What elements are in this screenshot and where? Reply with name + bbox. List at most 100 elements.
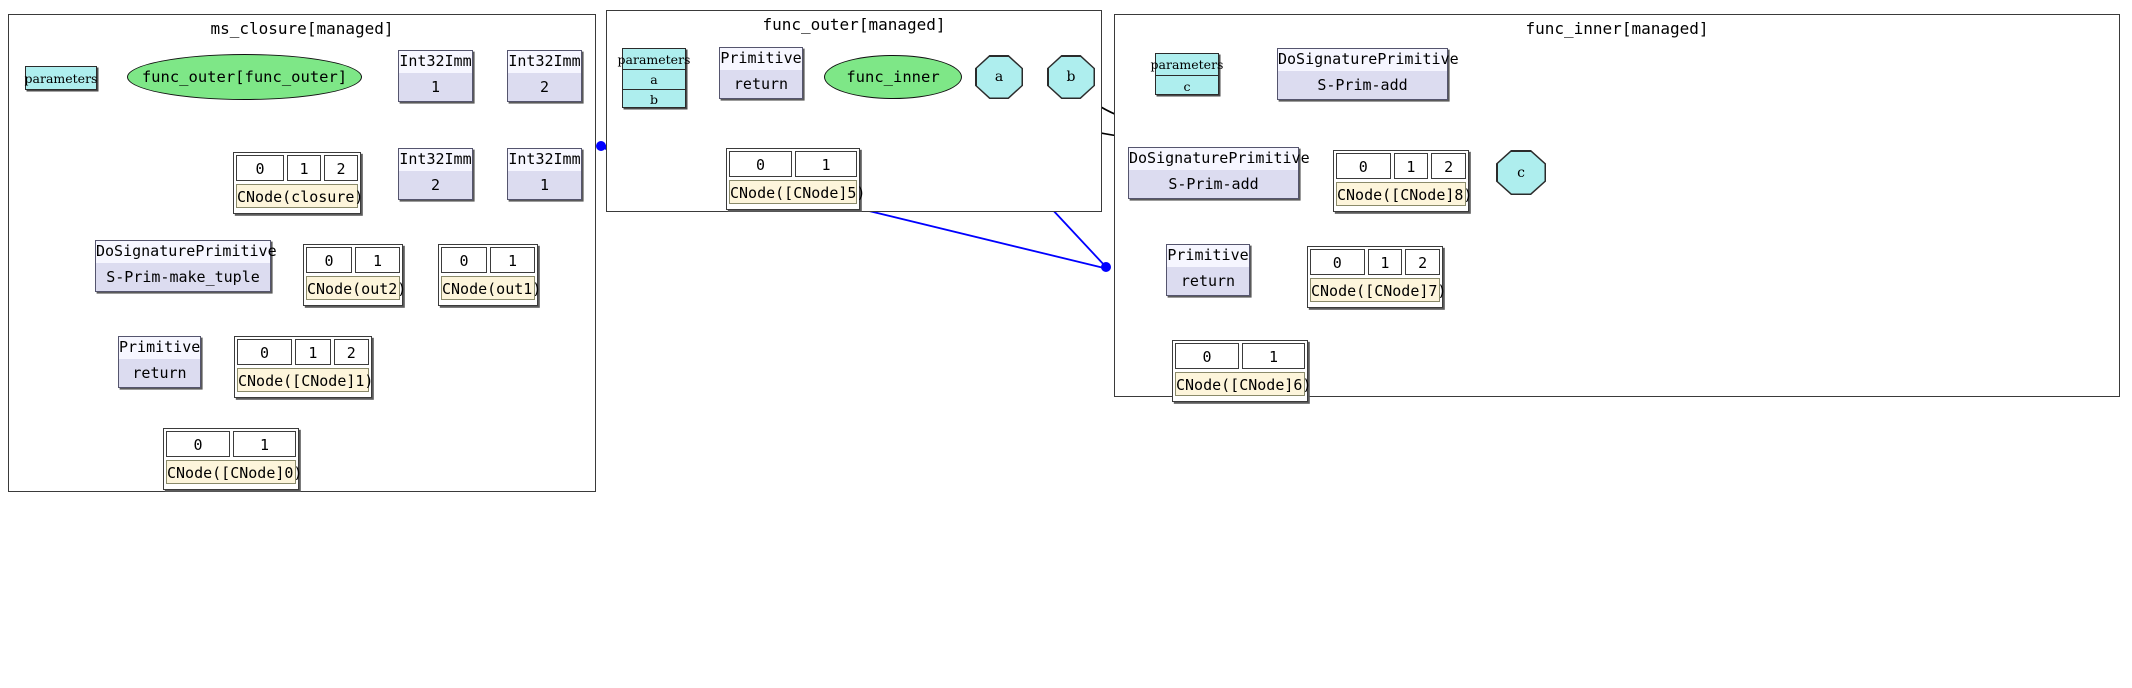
cnode-closure-slot-2[interactable]: 2 (324, 155, 358, 181)
cnode-out1-slot-1[interactable]: 1 (490, 247, 535, 273)
func-outer-parameters-table: parameters a b (618, 48, 690, 108)
cnode-closure-label: CNode(closure) (236, 184, 363, 208)
cnode-closure[interactable]: 0 1 2 CNode(closure) (233, 152, 363, 214)
prim-value: return (1180, 271, 1236, 290)
cnode-cnode1-slot-2[interactable]: 2 (333, 339, 369, 365)
prim-value: return (132, 363, 187, 382)
free-var-octagon-b[interactable]: b (1047, 55, 1095, 99)
func-inner-parameters-table: parameters c (1151, 53, 1223, 95)
cnode-cnode8[interactable]: 0 1 2 CNode([CNode]8) (1333, 150, 1472, 212)
value-node-int32imm-1: Int32Imm 1 (398, 50, 473, 102)
graph-ref-func-outer[interactable]: func_outer[func_outer] (127, 54, 362, 100)
free-var-octagon-c[interactable]: c (1496, 150, 1546, 195)
cnode-out2-label: CNode(out2) (306, 276, 406, 300)
parameter-row-a: a (623, 70, 685, 90)
free-var-octagon-a[interactable]: a (975, 55, 1023, 99)
prim-value: return (733, 74, 789, 93)
cnode-cnode8-slot-2[interactable]: 2 (1431, 153, 1466, 179)
cnode-cnode0-slot-0[interactable]: 0 (166, 431, 230, 457)
int32imm-type-label: Int32Imm (399, 51, 472, 73)
cnode-closure-slot-1[interactable]: 1 (287, 155, 321, 181)
cnode-out2-slot-0[interactable]: 0 (306, 247, 352, 273)
cnode-cnode8-slot-1[interactable]: 1 (1393, 153, 1429, 179)
value-node-int32imm-1-lower: Int32Imm 1 (507, 148, 582, 200)
int32imm-type-label: Int32Imm (508, 51, 581, 73)
parameters-header: parameters (1151, 54, 1223, 76)
cnode-cnode5-slot-0[interactable]: 0 (729, 151, 792, 177)
int32imm-value: 1 (539, 175, 550, 194)
cnode-out1-slots: 0 1 (441, 247, 535, 273)
octagon-c-label: c (1497, 151, 1545, 194)
cnode-out1-label: CNode(out1) (441, 276, 541, 300)
value-node-primitive-return-func-inner: Primitive return (1166, 244, 1250, 296)
graph-ref-func-inner-label: func_inner (846, 68, 940, 86)
cnode-cnode6[interactable]: 0 1 CNode([CNode]6) (1172, 340, 1311, 402)
ms-closure-parameters-table: parameters (25, 66, 97, 90)
cnode-out2-slots: 0 1 (306, 247, 400, 273)
cnode-cnode1-slot-1[interactable]: 1 (295, 339, 331, 365)
cnode-cnode5-slots: 0 1 (729, 151, 857, 177)
cnode-cnode0-label: CNode([CNode]0) (166, 460, 302, 484)
cnode-out2-slot-1[interactable]: 1 (355, 247, 400, 273)
prim-type-label: Primitive (720, 48, 802, 70)
octagon-a-label: a (976, 56, 1022, 98)
prim-type-label: DoSignaturePrimitive (1278, 49, 1459, 71)
cnode-cnode6-slot-1[interactable]: 1 (1242, 343, 1305, 369)
prim-type-label: Primitive (119, 337, 200, 359)
cnode-cnode5-slot-1[interactable]: 1 (795, 151, 857, 177)
value-node-do-signature-primitive-add-mid: DoSignaturePrimitive S-Prim-add (1128, 147, 1310, 199)
value-node-primitive-return-func-outer: Primitive return (719, 47, 803, 99)
cnode-cnode5[interactable]: 0 1 CNode([CNode]5) (726, 148, 865, 210)
cnode-closure-slot-0[interactable]: 0 (236, 155, 284, 181)
cnode-cnode1-slots: 0 1 2 (237, 339, 369, 365)
int32imm-value: 2 (430, 175, 441, 194)
cnode-cnode8-slot-0[interactable]: 0 (1336, 153, 1391, 179)
cnode-cnode6-slots: 0 1 (1175, 343, 1305, 369)
cnode-cnode1-slot-0[interactable]: 0 (237, 339, 293, 365)
prim-type-label: DoSignaturePrimitive (1129, 148, 1310, 170)
parameter-row-b: b (649, 92, 658, 107)
cnode-cnode8-label: CNode([CNode]8) (1336, 182, 1472, 206)
graph-ref-func-outer-label: func_outer[func_outer] (141, 68, 348, 86)
cnode-cnode0-slot-1[interactable]: 1 (233, 431, 296, 457)
prim-value: S-Prim-add (1317, 75, 1408, 94)
prim-type-label: DoSignaturePrimitive (96, 241, 277, 263)
prim-value: S-Prim-make_tuple (106, 267, 260, 286)
value-node-do-signature-primitive-make-tuple: DoSignaturePrimitive S-Prim-make_tuple (95, 240, 277, 292)
cnode-cnode1-label: CNode([CNode]1) (237, 368, 373, 392)
cnode-cnode0-slots: 0 1 (166, 431, 296, 457)
value-node-int32imm-2-lower: Int32Imm 2 (398, 148, 473, 200)
graph-ref-func-inner[interactable]: func_inner (824, 55, 962, 99)
cnode-cnode6-slot-0[interactable]: 0 (1175, 343, 1239, 369)
parameters-header: parameters (618, 49, 690, 70)
edge-endpoint-dot-left (596, 141, 606, 151)
cnode-out1[interactable]: 0 1 CNode(out1) (438, 244, 541, 306)
cluster-title-func-outer: func_outer[managed] (762, 15, 946, 34)
parameters-header: parameters (24, 70, 98, 86)
parameter-row-c: c (1183, 78, 1191, 94)
cnode-cnode5-label: CNode([CNode]5) (729, 180, 865, 204)
cnode-cnode7-slot-2[interactable]: 2 (1405, 249, 1440, 275)
cluster-title-func-inner: func_inner[managed] (1525, 19, 1709, 38)
cnode-cnode1[interactable]: 0 1 2 CNode([CNode]1) (234, 336, 373, 398)
int32imm-value: 2 (539, 77, 550, 96)
cnode-cnode7[interactable]: 0 1 2 CNode([CNode]7) (1307, 246, 1446, 308)
cnode-cnode7-label: CNode([CNode]7) (1310, 278, 1446, 302)
octagon-b-label: b (1048, 56, 1094, 98)
edge-endpoint-dot-right (1101, 262, 1111, 272)
value-node-int32imm-2: Int32Imm 2 (507, 50, 582, 102)
cnode-closure-slots: 0 1 2 (236, 155, 358, 181)
cnode-cnode7-slot-1[interactable]: 1 (1367, 249, 1403, 275)
cnode-cnode6-label: CNode([CNode]6) (1175, 372, 1311, 396)
value-node-primitive-return-ms-closure: Primitive return (118, 336, 201, 388)
cnode-cnode8-slots: 0 1 2 (1336, 153, 1466, 179)
cnode-cnode7-slot-0[interactable]: 0 (1310, 249, 1365, 275)
prim-type-label: Primitive (1167, 245, 1249, 267)
value-node-do-signature-primitive-add-top: DoSignaturePrimitive S-Prim-add (1277, 48, 1459, 100)
cnode-cnode0[interactable]: 0 1 CNode([CNode]0) (163, 428, 302, 490)
cnode-out1-slot-0[interactable]: 0 (441, 247, 487, 273)
cnode-out2[interactable]: 0 1 CNode(out2) (303, 244, 406, 306)
cluster-title-ms-closure: ms_closure[managed] (210, 19, 394, 38)
cnode-cnode7-slots: 0 1 2 (1310, 249, 1440, 275)
